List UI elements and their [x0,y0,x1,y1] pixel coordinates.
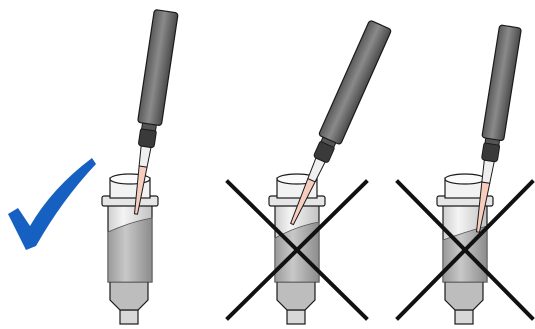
panel-incorrect-2 [395,24,535,325]
cross-icon [395,179,535,321]
vial [101,173,159,325]
pipette [475,24,522,233]
pipette [133,9,179,215]
cross-icon [225,179,369,321]
checkmark-icon [8,158,96,250]
pipette [289,20,392,226]
panel-correct [8,9,179,325]
panel-incorrect-1 [225,20,392,325]
